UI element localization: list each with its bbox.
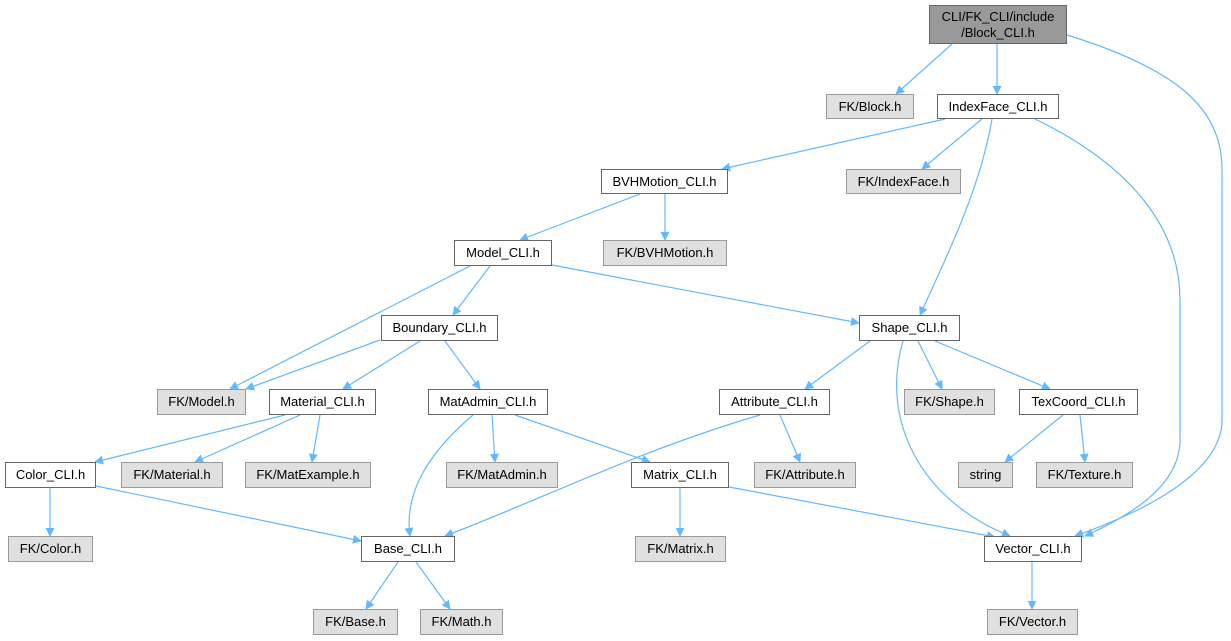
edge-texcoord-cli-to-fk-texture	[1079, 414, 1089, 463]
edge-attribute-cli-to-fk-attribute	[779, 414, 801, 463]
node-root[interactable]: CLI/FK_CLI/include /Block_CLI.h	[929, 5, 1067, 44]
edge-indexface-cli-to-fk-indexface	[921, 118, 983, 170]
node-bvhmotion-cli[interactable]: BVHMotion_CLI.h	[601, 169, 728, 194]
edge-indexface-cli-to-shape-cli	[919, 118, 993, 316]
edge-indexface-cli-to-bvhmotion-cli	[721, 118, 946, 172]
node-boundary-cli[interactable]: Boundary_CLI.h	[381, 315, 498, 341]
node-matadmin-cli[interactable]: MatAdmin_CLI.h	[428, 389, 548, 415]
edge-texcoord-cli-to-string	[1004, 414, 1064, 463]
node-color-cli[interactable]: Color_CLI.h	[5, 462, 96, 488]
node-fk-shape[interactable]: FK/Shape.h	[904, 389, 995, 415]
node-fk-vector[interactable]: FK/Vector.h	[987, 609, 1078, 635]
edge-model-cli-to-boundary-cli	[452, 265, 491, 316]
node-fk-matrix[interactable]: FK/Matrix.h	[635, 536, 726, 562]
node-fk-matadmin[interactable]: FK/MatAdmin.h	[446, 462, 558, 488]
node-model-cli[interactable]: Model_CLI.h	[454, 240, 552, 266]
edge-shape-cli-to-vector-cli	[896, 340, 1011, 538]
edge-root-to-fk-block	[895, 43, 953, 95]
node-fk-math[interactable]: FK/Math.h	[420, 609, 503, 635]
edge-bvhmotion-cli-to-model-cli	[519, 193, 641, 242]
node-string[interactable]: string	[958, 462, 1013, 488]
edge-color-cli-to-base-cli	[95, 485, 362, 544]
node-vector-cli[interactable]: Vector_CLI.h	[984, 536, 1082, 562]
edge-material-cli-to-fk-material	[194, 414, 301, 463]
node-fk-material[interactable]: FK/Material.h	[121, 462, 223, 488]
node-fk-model[interactable]: FK/Model.h	[157, 389, 246, 415]
node-fk-texture[interactable]: FK/Texture.h	[1036, 462, 1133, 488]
edge-matrix-cli-to-vector-cli	[728, 486, 996, 540]
node-fk-matexample[interactable]: FK/MatExample.h	[245, 462, 371, 488]
edge-matadmin-cli-to-base-cli	[404, 414, 474, 537]
node-attribute-cli[interactable]: Attribute_CLI.h	[719, 389, 830, 415]
edge-boundary-cli-to-matadmin-cli	[444, 340, 481, 390]
node-fk-color[interactable]: FK/Color.h	[8, 536, 93, 562]
edge-base-cli-to-fk-base	[365, 561, 399, 610]
edge-root-to-vector-cli	[1066, 34, 1223, 538]
node-fk-block[interactable]: FK/Block.h	[826, 94, 914, 119]
node-shape-cli[interactable]: Shape_CLI.h	[859, 315, 960, 341]
edge-indexface-cli-to-vector-cli	[1034, 118, 1181, 537]
node-material-cli[interactable]: Material_CLI.h	[269, 389, 376, 415]
node-matrix-cli[interactable]: Matrix_CLI.h	[631, 462, 729, 488]
node-fk-base[interactable]: FK/Base.h	[313, 609, 398, 635]
edge-base-cli-to-fk-math	[415, 561, 451, 610]
node-fk-attribute[interactable]: FK/Attribute.h	[754, 462, 856, 488]
node-indexface-cli[interactable]: IndexFace_CLI.h	[937, 94, 1059, 119]
edge-matadmin-cli-to-fk-matadmin	[489, 414, 499, 463]
node-base-cli[interactable]: Base_CLI.h	[361, 536, 455, 562]
edge-attribute-cli-to-base-cli	[444, 414, 761, 538]
node-fk-bvhmotion[interactable]: FK/BVHMotion.h	[603, 240, 727, 266]
edge-shape-cli-to-attribute-cli	[804, 340, 871, 390]
edge-material-cli-to-fk-matexample	[308, 414, 321, 463]
edge-matadmin-cli-to-matrix-cli	[514, 414, 651, 464]
edge-material-cli-to-color-cli	[94, 414, 286, 465]
edge-shape-cli-to-texcoord-cli	[934, 340, 1051, 391]
edge-model-cli-to-shape-cli	[551, 264, 860, 326]
edge-boundary-cli-to-material-cli	[342, 340, 421, 390]
edge-boundary-cli-to-fk-model	[245, 339, 381, 391]
node-fk-indexface[interactable]: FK/IndexFace.h	[846, 169, 961, 194]
node-texcoord-cli[interactable]: TexCoord_CLI.h	[1019, 389, 1138, 415]
edge-shape-cli-to-fk-shape	[917, 340, 943, 390]
edge-model-cli-to-fk-model	[229, 265, 471, 390]
